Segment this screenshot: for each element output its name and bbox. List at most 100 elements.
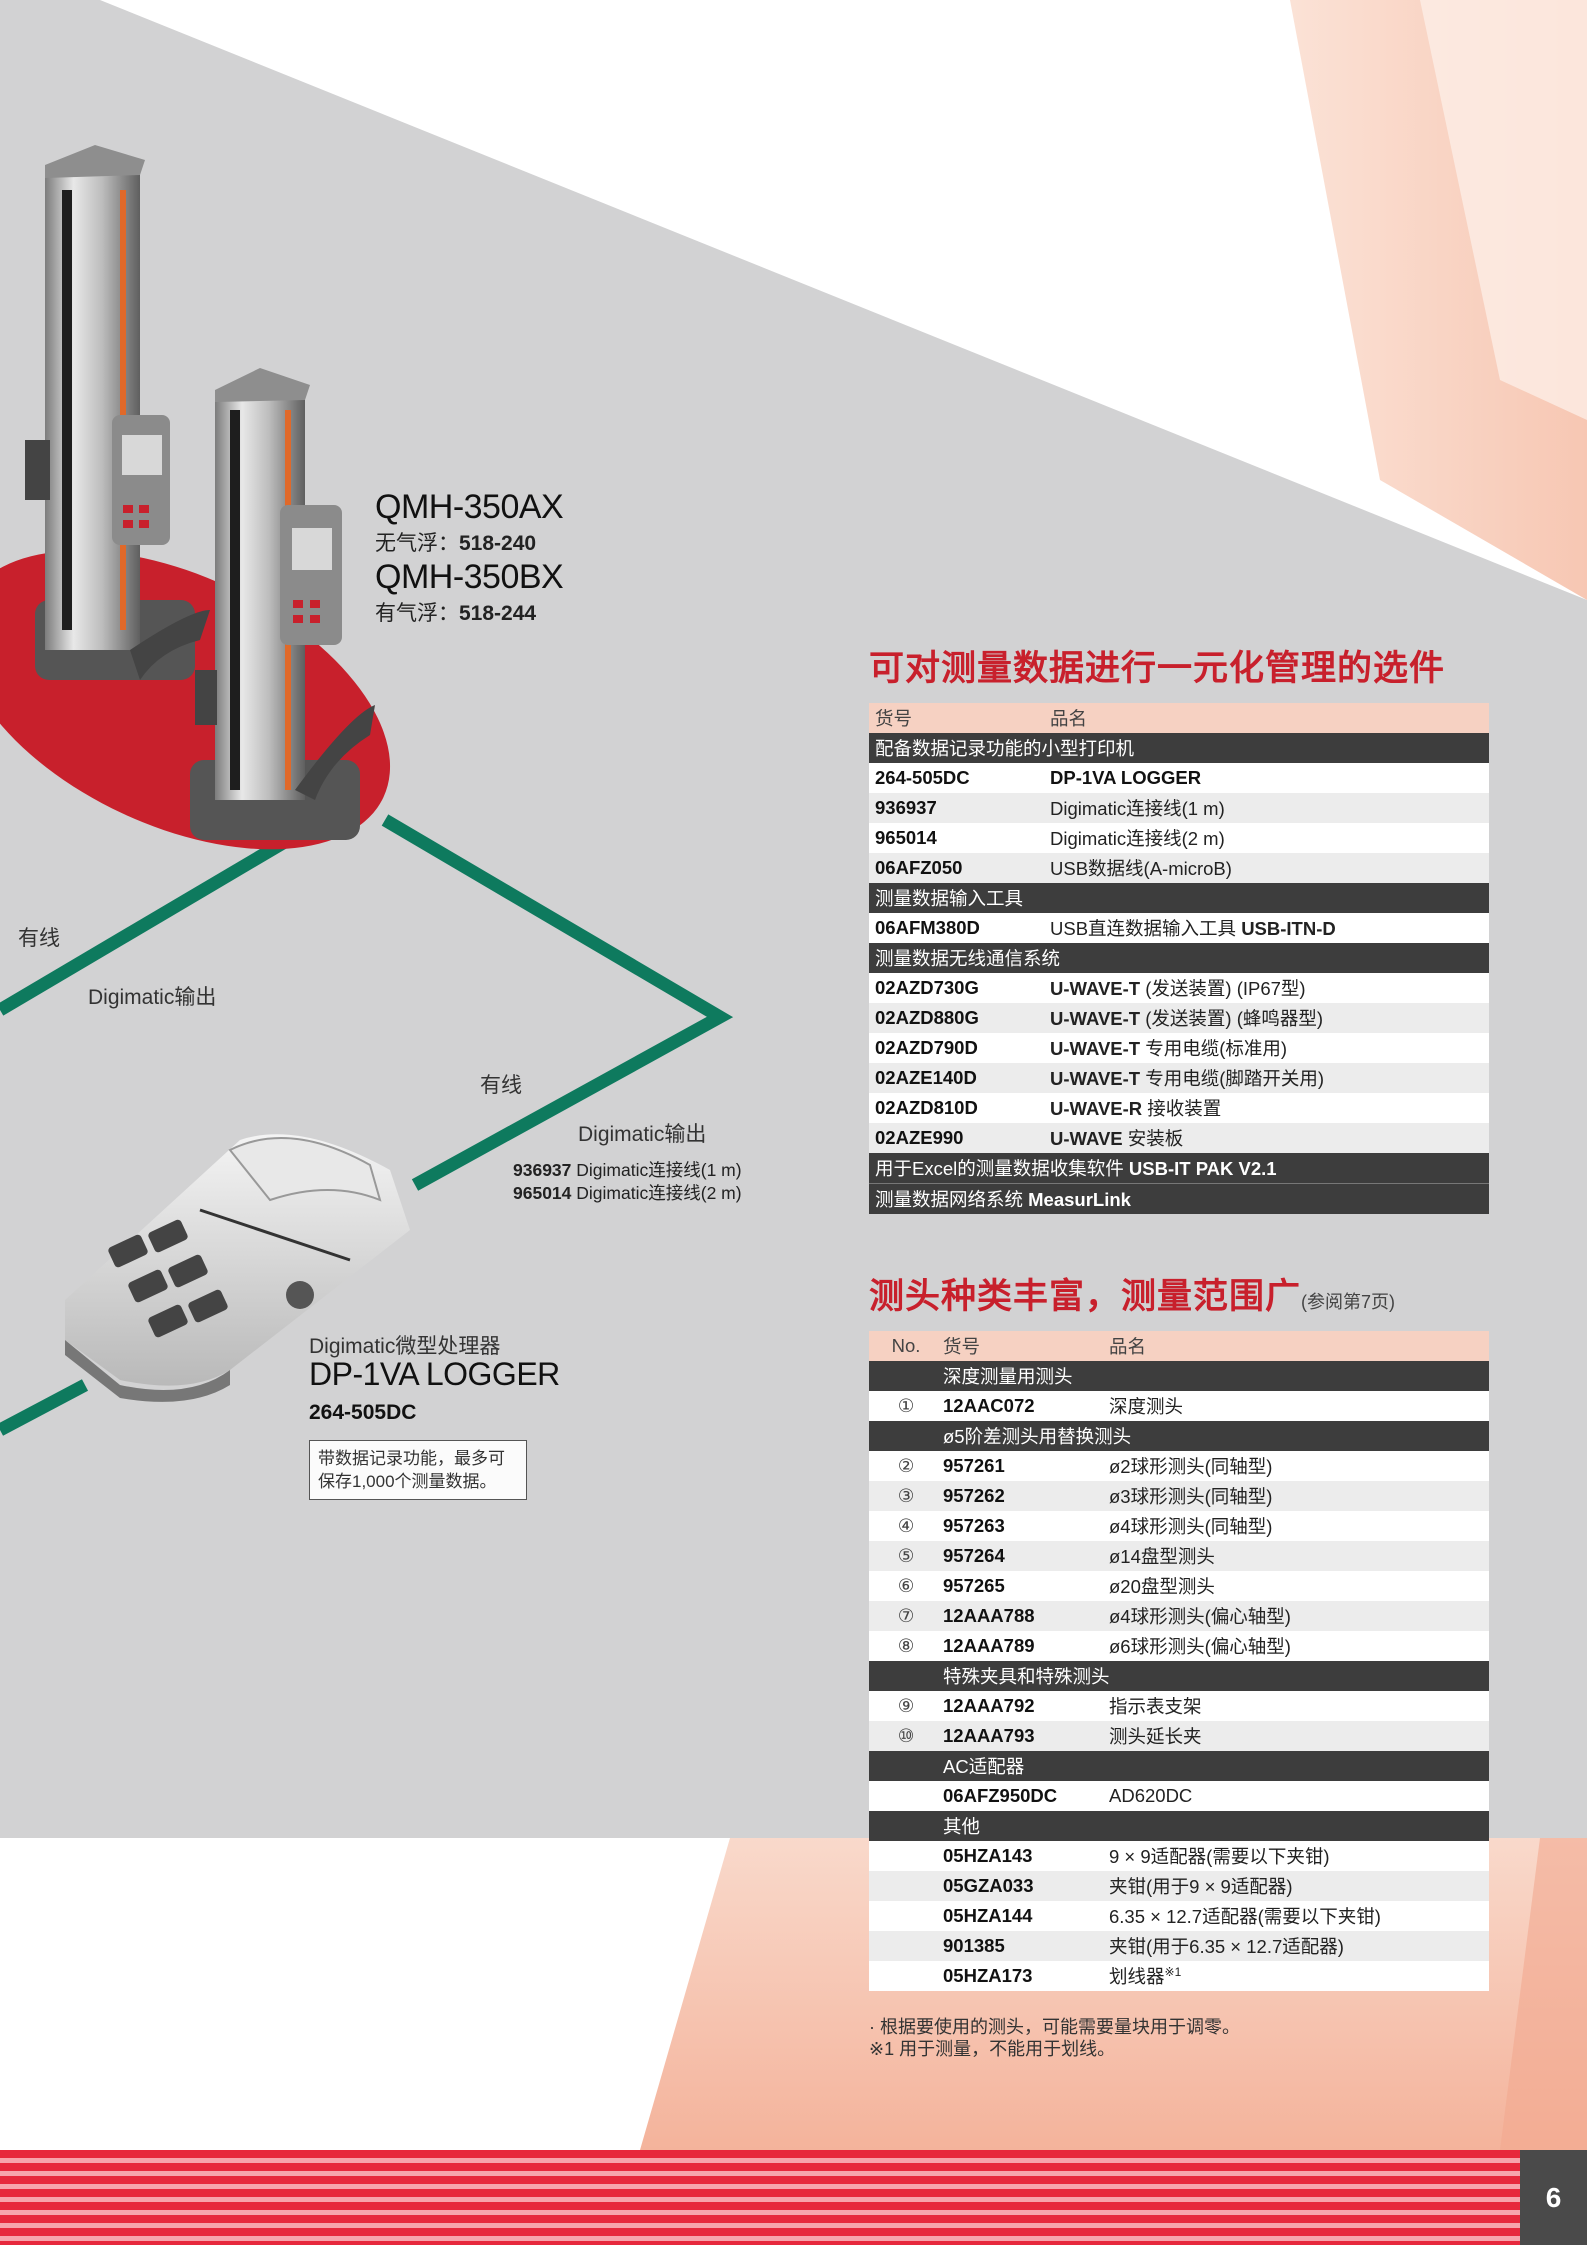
qmh-350bx-model: QMH-350BX (375, 558, 564, 596)
qmh-350bx-sub: 有气浮：518-244 (375, 597, 536, 627)
item-code: 965014 (869, 823, 1044, 853)
header-code: 货号 (937, 1331, 1103, 1361)
item-name-text: 划线器 (1109, 1966, 1165, 1987)
item-name-prefix: USB直连数据输入工具 (1050, 918, 1242, 939)
item-name: ø2球形测头(同轴型) (1103, 1451, 1489, 1481)
item-code: 02AZD880G (869, 1003, 1044, 1033)
qmh-350ax-sub: 无气浮：518-240 (375, 527, 536, 557)
cable-lines (0, 814, 734, 1436)
category-network-prefix: 测量数据网络系统 (875, 1189, 1029, 1210)
category-other: 其他 (937, 1811, 1489, 1841)
item-name-bold: U-WAVE-T (1050, 1068, 1141, 1089)
category-excel-prefix: 用于Excel的测量数据收集软件 (875, 1158, 1129, 1179)
item-name: 测头延长夹 (1103, 1721, 1489, 1751)
category-row: 配备数据记录功能的小型打印机 (869, 733, 1489, 763)
item-no (869, 1841, 937, 1871)
item-name: U-WAVE 安装板 (1044, 1123, 1489, 1153)
item-no (869, 1961, 937, 1991)
item-name: USB数据线(A-microB) (1044, 853, 1489, 883)
header-no: No. (869, 1331, 937, 1361)
item-name: DP-1VA LOGGER (1044, 763, 1489, 793)
item-name: ø4球形测头(同轴型) (1103, 1511, 1489, 1541)
category-row: 深度测量用测头 (869, 1361, 1489, 1391)
category-row: AC适配器 (869, 1751, 1489, 1781)
item-no: ⑨ (869, 1691, 937, 1721)
cable-2-code: 965014 (513, 1183, 572, 1203)
category-row: 特殊夹具和特殊测头 (869, 1661, 1489, 1691)
item-code: 06AFM380D (869, 913, 1044, 943)
item-name: U-WAVE-T 专用电缆(标准用) (1044, 1033, 1489, 1063)
item-no: ⑥ (869, 1571, 937, 1601)
category-network: 测量数据网络系统 MeasurLink (869, 1183, 1489, 1214)
item-no: ① (869, 1391, 937, 1421)
item-code: 02AZE140D (869, 1063, 1044, 1093)
probes-section-title: 测头种类丰富，测量范围广(参阅第7页) (869, 1268, 1395, 1319)
item-code: 05GZA033 (937, 1871, 1103, 1901)
category-row: ø5阶差测头用替换测头 (869, 1421, 1489, 1451)
probes-table-header: No. 货号 品名 (869, 1331, 1489, 1361)
item-name: U-WAVE-R 接收装置 (1044, 1093, 1489, 1123)
item-code: 02AZD730G (869, 973, 1044, 1003)
printer-note-line-1: 带数据记录功能，最多可 (318, 1449, 505, 1468)
item-name: 6.35 × 12.7适配器(需要以下夹钳) (1103, 1901, 1489, 1931)
qmh-350ax-sub-label: 无气浮： (375, 532, 459, 555)
category-network-bold: MeasurLink (1028, 1189, 1131, 1210)
cable-2-name: Digimatic连接线(2 m) (576, 1183, 742, 1203)
item-name: Digimatic连接线(2 m) (1044, 823, 1489, 853)
category-printer: 配备数据记录功能的小型打印机 (869, 733, 1489, 763)
qmh-350ax-model: QMH-350AX (375, 488, 564, 526)
item-no (869, 1931, 937, 1961)
digimatic-output-label-1: Digimatic输出 (88, 986, 217, 1009)
item-name-rest: (发送装置) (IP67型) (1140, 978, 1306, 999)
category-special: 特殊夹具和特殊测头 (937, 1661, 1489, 1691)
item-no (869, 1901, 937, 1931)
item-name: 夹钳(用于6.35 × 12.7适配器) (1103, 1931, 1489, 1961)
item-name: ø14盘型测头 (1103, 1541, 1489, 1571)
cable-2-info: 965014 Digimatic连接线(2 m) (513, 1180, 742, 1205)
item-name: 深度测头 (1103, 1391, 1489, 1421)
category-excel-bold: USB-IT PAK V2.1 (1128, 1158, 1277, 1179)
category-step: ø5阶差测头用替换测头 (937, 1421, 1489, 1451)
item-code: 05HZA173 (937, 1961, 1103, 1991)
item-name: USB直连数据输入工具 USB-ITN-D (1044, 913, 1489, 943)
category-wireless: 测量数据无线通信系统 (869, 943, 1489, 973)
cable-1-info: 936937 Digimatic连接线(1 m) (513, 1157, 742, 1182)
probes-title-text: 测头种类丰富，测量范围广 (869, 1277, 1302, 1316)
header-code: 货号 (869, 703, 1044, 733)
item-no: ③ (869, 1481, 937, 1511)
printer-model: DP-1VA LOGGER (309, 1356, 560, 1392)
item-no: ④ (869, 1511, 937, 1541)
item-name-rest: (发送装置) (蜂鸣器型) (1140, 1008, 1324, 1029)
printer-illustration (65, 1134, 410, 1402)
item-name-bold: U-WAVE-T (1050, 978, 1141, 999)
item-code: 06AFZ050 (869, 853, 1044, 883)
item-code: 02AZD790D (869, 1033, 1044, 1063)
item-code: 06AFZ950DC (937, 1781, 1103, 1811)
table-row: 02AZD730G U-WAVE-T (发送装置) (IP67型) (869, 973, 1489, 1003)
options-section-title: 可对测量数据进行一元化管理的选件 (869, 649, 1446, 688)
item-name-rest: 接收装置 (1142, 1098, 1222, 1119)
item-no: ⑦ (869, 1601, 937, 1631)
header-name: 品名 (1044, 703, 1489, 733)
item-code: 12AAA792 (937, 1691, 1103, 1721)
item-code: 957262 (937, 1481, 1103, 1511)
item-name: 指示表支架 (1103, 1691, 1489, 1721)
